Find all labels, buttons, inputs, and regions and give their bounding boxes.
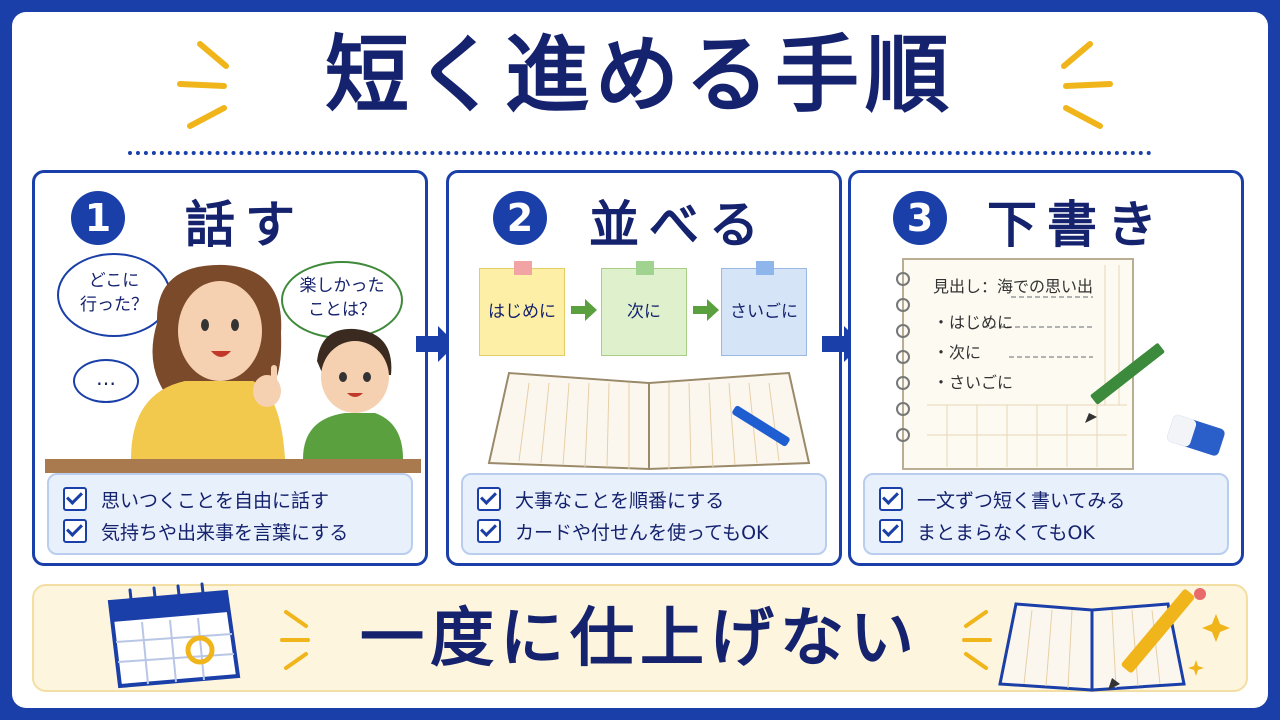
title-divider xyxy=(128,151,1152,155)
check-text: カードや付せんを使ってもOK xyxy=(515,521,769,544)
step-title: 並べる xyxy=(589,196,769,254)
accent-rays-right xyxy=(962,610,992,670)
tape-icon xyxy=(756,261,774,275)
step-number-badge: 3 xyxy=(893,191,947,245)
notebook-heading: 見出し：海での思い出 xyxy=(933,277,1094,296)
check-item: カードや付せんを使ってもOK xyxy=(477,515,825,547)
checkbox-icon xyxy=(879,487,903,511)
notebook-line: ・さいごに xyxy=(933,373,1014,392)
thought-bubble: … xyxy=(73,359,139,403)
check-text: まとまらなくてもOK xyxy=(917,521,1095,544)
motto-text: 一度に仕上げない xyxy=(360,602,920,676)
note-text: さいごに xyxy=(730,302,798,322)
arrow-right-icon xyxy=(571,299,597,321)
checkbox-icon xyxy=(63,487,87,511)
note-text: 次に xyxy=(627,302,661,322)
checklist: 一文ずつ短く書いてみる まとまらなくてもOK xyxy=(863,473,1229,555)
check-text: 思いつくことを自由に話す xyxy=(101,489,330,512)
speech-bubble-right: 楽しかった ことは？ xyxy=(281,261,403,339)
checkbox-icon xyxy=(63,519,87,543)
checkbox-icon xyxy=(477,487,501,511)
sticky-note: 次に xyxy=(601,261,687,356)
page-title: 短く進める手順 xyxy=(324,26,955,124)
check-item: まとまらなくてもOK xyxy=(879,515,1227,547)
step-card-3: 3 下書き 見出し：海での思い出 ・はじめに ・次に ・さいごに 一文ずつ短く書… xyxy=(848,170,1244,566)
bubble-line: 楽しかった xyxy=(299,276,385,296)
check-text: 気持ちや出来事を言葉にする xyxy=(101,521,349,544)
open-notebook-illustration xyxy=(487,371,811,471)
accent-rays-left xyxy=(280,610,310,670)
check-item: 思いつくことを自由に話す xyxy=(63,483,411,515)
check-text: 大事なことを順番にする xyxy=(515,489,725,512)
check-item: 気持ちや出来事を言葉にする xyxy=(63,515,411,547)
bubble-line: 行った？ xyxy=(80,295,148,315)
tape-icon xyxy=(636,261,654,275)
bubble-line: どこに xyxy=(88,271,140,291)
arrow-right-icon xyxy=(693,299,719,321)
step-card-2: 2 並べる はじめに 次に さいごに 大事なことを順番にする カードや付せんを使… xyxy=(446,170,842,566)
bubble-line: ことは？ xyxy=(308,300,376,320)
title-rays-left xyxy=(177,41,229,129)
pencil-icon xyxy=(1085,343,1165,423)
checkbox-icon xyxy=(477,519,501,543)
sticky-note: はじめに xyxy=(479,261,565,356)
checkbox-icon xyxy=(879,519,903,543)
notebook-pencil-illustration xyxy=(998,588,1230,692)
eraser-icon xyxy=(1167,414,1225,456)
calendar-icon xyxy=(107,582,241,689)
check-item: 大事なことを順番にする xyxy=(477,483,825,515)
checklist: 大事なことを順番にする カードや付せんを使ってもOK xyxy=(461,473,827,555)
tape-icon xyxy=(514,261,532,275)
notebook-line: ・はじめに xyxy=(933,313,1014,332)
title-rays-right xyxy=(1061,41,1113,129)
check-item: 一文ずつ短く書いてみる xyxy=(879,483,1227,515)
step-title: 下書き xyxy=(987,196,1167,254)
step-card-1: 1 話す どこに 行った？ 楽しかった ことは？ … 思いつくことを自由に話す xyxy=(32,170,428,566)
step-title: 話す xyxy=(185,196,305,254)
sticky-note: さいごに xyxy=(721,261,807,356)
thought-text: … xyxy=(96,366,116,390)
step-number-badge: 1 xyxy=(71,191,125,245)
parent-child-illustration xyxy=(45,264,421,473)
notebook-line: ・次に xyxy=(933,343,982,362)
step-number-badge: 2 xyxy=(493,191,547,245)
note-text: はじめに xyxy=(488,302,556,322)
check-text: 一文ずつ短く書いてみる xyxy=(917,489,1126,512)
checklist: 思いつくことを自由に話す 気持ちや出来事を言葉にする xyxy=(47,473,413,555)
